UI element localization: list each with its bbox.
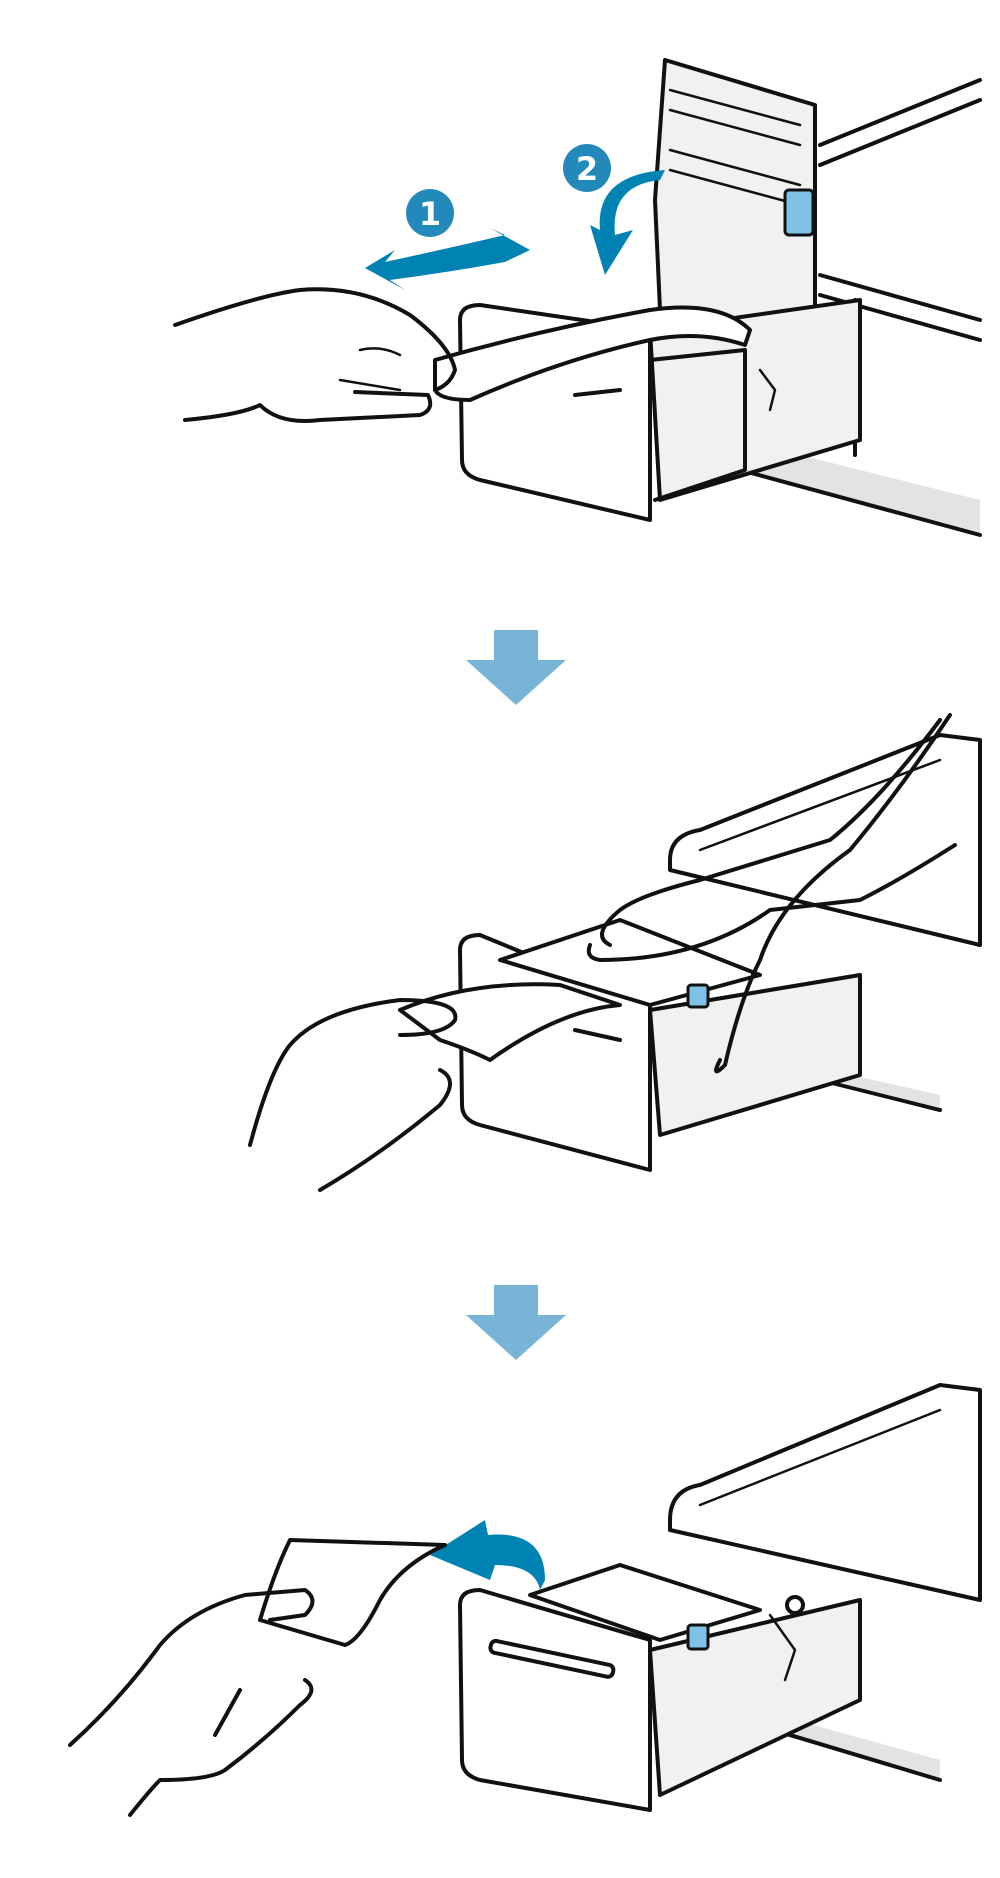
svg-text:1: 1 [419, 195, 441, 233]
step-badge-1: 1 [406, 189, 454, 237]
next-step-arrow-icon [466, 1285, 566, 1360]
lock-lever [686, 983, 710, 1009]
step-2-illustration [248, 713, 982, 1192]
lock-lever [783, 188, 815, 237]
paper-exit-slot [488, 1638, 616, 1679]
step-3-illustration [68, 1383, 982, 1817]
svg-text:2: 2 [576, 150, 598, 188]
hand [68, 1588, 315, 1817]
pull-arrow-icon [365, 228, 530, 290]
step-1-illustration: 1 2 [173, 58, 982, 537]
lock-lever [686, 1623, 710, 1651]
printer-top [668, 1383, 982, 1602]
left-hand [248, 998, 458, 1192]
paper-drawer [458, 1563, 862, 1812]
printer-top-edge [818, 78, 982, 147]
right-hand [586, 713, 957, 1074]
next-step-arrow-icon [466, 630, 566, 705]
paper-sheet [433, 305, 752, 402]
step-badge-2: 2 [563, 144, 611, 192]
paper-drawer [458, 918, 862, 1172]
paper-sheet [258, 1538, 447, 1647]
close-arrow-icon [590, 170, 665, 275]
tear-arrow-icon [430, 1520, 545, 1590]
paper-sheet [398, 982, 622, 1062]
hand [173, 287, 457, 392]
